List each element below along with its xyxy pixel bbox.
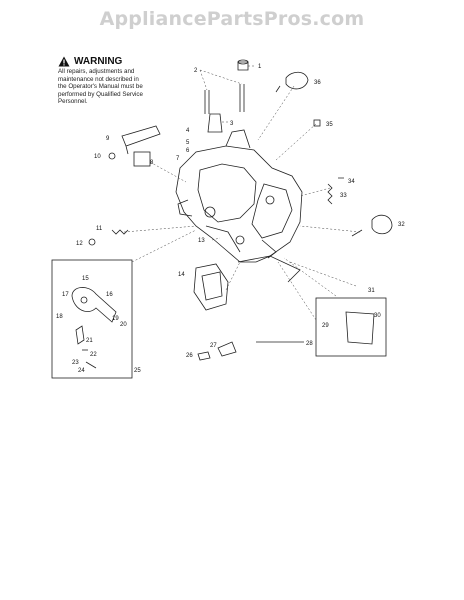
part-10-drawing xyxy=(108,152,116,160)
part-12-drawing xyxy=(88,238,96,246)
part-label-27: 27 xyxy=(210,343,217,349)
part-label-23: 23 xyxy=(72,360,79,366)
part-35-drawing xyxy=(313,119,321,127)
part-label-13: 13 xyxy=(198,238,205,244)
part-label-14: 14 xyxy=(178,272,185,278)
part-31-drawing xyxy=(237,255,301,283)
warning-line: All repairs, adjustments and xyxy=(58,68,135,75)
part-25-box xyxy=(51,259,133,379)
part-label-2: 2 xyxy=(194,68,198,74)
warning-body: All repairs, adjustments and maintenance… xyxy=(58,68,188,106)
warning-triangle-icon xyxy=(58,56,70,67)
part-label-17: 17 xyxy=(62,292,69,298)
part-30-drawing xyxy=(345,311,375,345)
part-label-28: 28 xyxy=(306,341,313,347)
warning-line: performed by Qualified Service xyxy=(58,90,143,98)
part-label-15: 15 xyxy=(82,276,89,282)
part-label-35: 35 xyxy=(326,122,333,128)
part-label-25: 25 xyxy=(134,368,141,374)
part-30-box xyxy=(315,297,387,357)
part-label-8: 8 xyxy=(150,160,154,166)
warning-line: Personnel. xyxy=(58,98,88,106)
part-label-30: 30 xyxy=(374,313,381,319)
part-label-26: 26 xyxy=(186,353,193,359)
warning-header: WARNING xyxy=(58,56,188,67)
part-label-21: 21 xyxy=(86,338,93,344)
part-label-22: 22 xyxy=(90,352,97,358)
part-36-drawing xyxy=(275,71,309,93)
part-label-36: 36 xyxy=(314,80,321,86)
part-label-3: 3 xyxy=(230,121,234,127)
part-2-drawing xyxy=(204,84,245,114)
part-14-drawing xyxy=(193,263,229,311)
watermark-text: AppliancePartsPros.com xyxy=(99,8,365,30)
part-8-drawing xyxy=(133,151,151,167)
part-label-20: 20 xyxy=(120,322,127,328)
part-label-33: 33 xyxy=(340,193,347,199)
part-label-18: 18 xyxy=(56,314,63,320)
part-26-drawing xyxy=(197,351,211,361)
part-21-drawing xyxy=(75,325,85,345)
part-label-5: 5 xyxy=(186,140,190,146)
part-label-29: 29 xyxy=(322,323,329,329)
warning-title: WARNING xyxy=(74,56,123,67)
part-27-drawing xyxy=(217,341,237,357)
part-label-6: 6 xyxy=(186,148,190,154)
part-32-drawing xyxy=(351,214,393,237)
part-3-drawing xyxy=(207,113,223,133)
part-label-10: 10 xyxy=(94,154,101,160)
part-label-31: 31 xyxy=(368,288,375,294)
part-1-drawing xyxy=(237,61,249,71)
part-label-7: 7 xyxy=(176,156,180,162)
part-label-19: 19 xyxy=(112,316,119,322)
part-label-4: 4 xyxy=(186,128,190,134)
warning-notice: WARNING All repairs, adjustments and mai… xyxy=(58,56,188,106)
part-label-32: 32 xyxy=(398,222,405,228)
crankcase-body-drawing xyxy=(175,145,303,263)
part-label-34: 34 xyxy=(348,179,355,185)
part-24-drawing xyxy=(85,361,97,369)
part-33-34-drawing xyxy=(327,177,344,205)
part-label-16: 16 xyxy=(106,292,113,298)
part-label-12: 12 xyxy=(76,241,83,247)
part-label-24: 24 xyxy=(78,368,85,374)
part-9-drawing xyxy=(121,125,161,155)
part-label-11: 11 xyxy=(96,226,103,232)
part-label-1: 1 xyxy=(258,64,262,70)
warning-line: maintenance not described in xyxy=(58,75,139,83)
part-11-drawing xyxy=(111,229,129,235)
part-17-drawing xyxy=(71,287,117,323)
warning-line: the Operator's Manual must be xyxy=(58,83,143,91)
part-label-9: 9 xyxy=(106,136,110,142)
